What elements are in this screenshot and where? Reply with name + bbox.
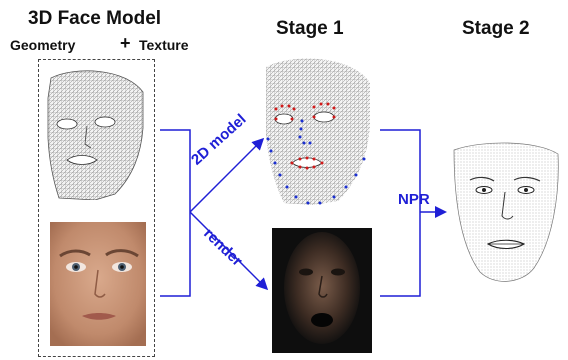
- stage1-bracket: [380, 130, 420, 296]
- label-npr: NPR: [398, 191, 430, 208]
- input-bracket: [160, 130, 190, 296]
